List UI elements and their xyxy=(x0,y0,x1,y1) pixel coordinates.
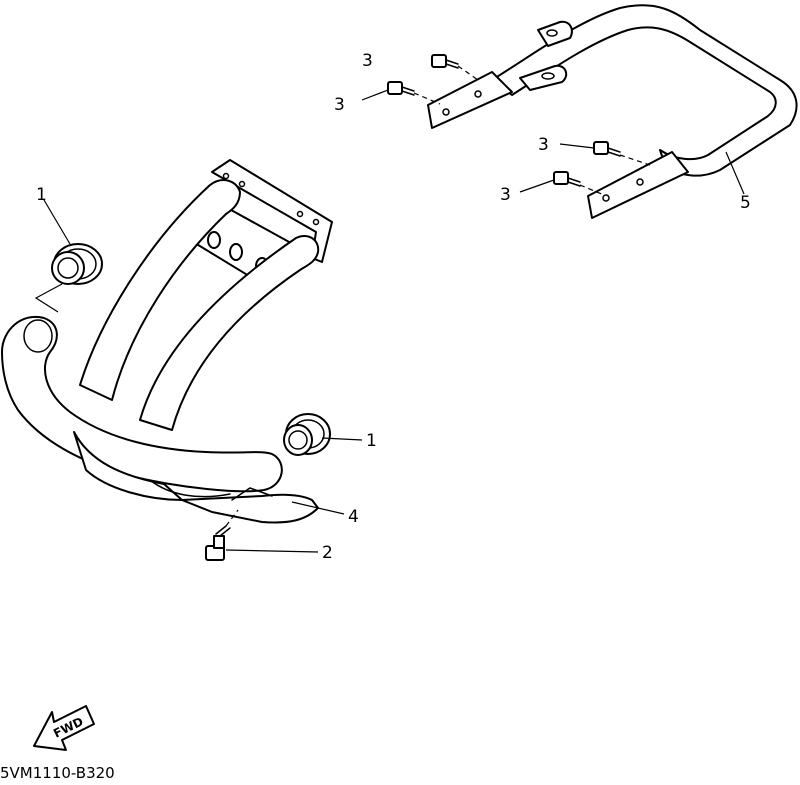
front-guard-right-tube xyxy=(139,234,320,431)
diagram-code: 5VM1110-B320 xyxy=(0,764,115,780)
front-guard-left-tube xyxy=(79,179,241,401)
front-guard xyxy=(1,159,333,501)
callout-rear-guard: 5 xyxy=(740,193,751,213)
grommet-upper xyxy=(51,243,103,285)
callout-grommet-lower: 1 xyxy=(366,431,377,451)
front-guard-lower-loop xyxy=(1,315,283,493)
bracket xyxy=(181,487,319,524)
rear-guard-upper-plate xyxy=(427,71,513,129)
fwd-arrow-icon: FWD xyxy=(33,705,95,751)
callout-bolt-rear-c: 3 xyxy=(538,135,549,155)
callout-bolt-bottom: 2 xyxy=(322,543,333,563)
rear-guard xyxy=(387,4,798,219)
callout-bolt-rear-b: 3 xyxy=(334,95,345,115)
callout-bolt-rear-a: 3 xyxy=(362,51,373,71)
rear-guard-top-tab xyxy=(537,20,573,47)
bolt-rear-d xyxy=(553,171,581,187)
callout-bolt-rear-d: 3 xyxy=(500,185,511,205)
bolt-rear-a xyxy=(431,54,459,69)
front-guard-top-plate xyxy=(211,159,333,263)
callout-grommet-upper: 1 xyxy=(36,185,47,205)
bolt-bottom xyxy=(205,525,231,561)
bolt-rear-c xyxy=(593,141,621,157)
grommet-lower xyxy=(283,413,331,456)
bolt-rear-b xyxy=(387,81,415,96)
callout-bracket: 4 xyxy=(348,507,359,527)
